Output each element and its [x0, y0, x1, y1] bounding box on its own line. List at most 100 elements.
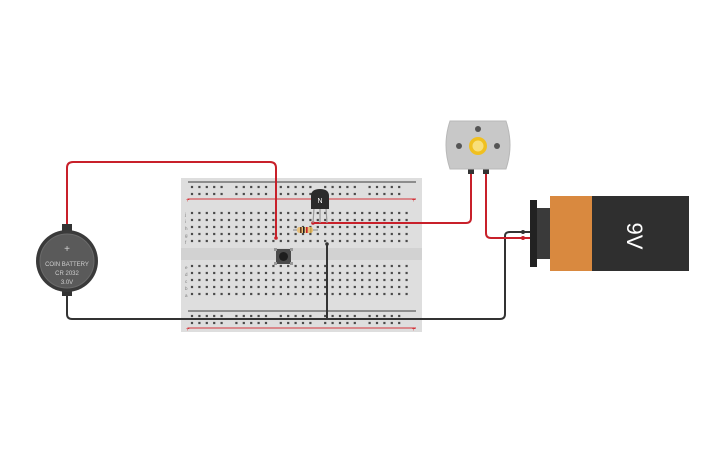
breadboard-hole[interactable] [235, 192, 238, 196]
breadboard-hole[interactable] [398, 292, 401, 296]
breadboard-hole[interactable] [324, 185, 327, 189]
breadboard-hole[interactable] [346, 321, 349, 325]
breadboard-hole[interactable] [213, 232, 216, 236]
breadboard-hole[interactable] [250, 278, 253, 282]
dc-motor[interactable] [445, 120, 511, 174]
breadboard-hole[interactable] [257, 218, 260, 222]
breadboard-hole[interactable] [257, 211, 260, 215]
breadboard-hole[interactable] [264, 218, 268, 222]
breadboard-hole[interactable] [287, 239, 290, 243]
breadboard-hole[interactable] [235, 218, 238, 222]
breadboard-hole[interactable] [190, 292, 194, 296]
breadboard-hole[interactable] [338, 278, 342, 282]
breadboard-hole[interactable] [331, 271, 334, 275]
breadboard-hole[interactable] [220, 321, 223, 325]
breadboard-hole[interactable] [294, 232, 297, 236]
breadboard-hole[interactable] [198, 239, 201, 243]
breadboard-hole[interactable] [242, 292, 245, 296]
breadboard-hole[interactable] [346, 218, 349, 222]
breadboard-hole[interactable] [294, 321, 297, 325]
breadboard-hole[interactable] [361, 211, 364, 215]
breadboard-hole[interactable] [205, 264, 208, 268]
breadboard-hole[interactable] [398, 192, 401, 196]
breadboard-hole[interactable] [324, 278, 327, 282]
breadboard-hole[interactable] [398, 239, 401, 243]
breadboard-hole[interactable] [235, 185, 238, 189]
breadboard-hole[interactable] [220, 278, 223, 282]
battery-9v[interactable]: 9V [530, 196, 689, 271]
breadboard-hole[interactable] [346, 264, 349, 268]
breadboard-hole[interactable] [390, 218, 393, 222]
breadboard-hole[interactable] [250, 211, 253, 215]
breadboard-hole[interactable] [331, 232, 334, 236]
breadboard-hole[interactable] [331, 185, 334, 189]
breadboard-hole[interactable] [264, 285, 268, 289]
breadboard-hole[interactable] [279, 285, 282, 289]
breadboard-hole[interactable] [190, 225, 194, 229]
breadboard-hole[interactable] [294, 192, 297, 196]
breadboard-hole[interactable] [242, 271, 245, 275]
breadboard-hole[interactable] [309, 278, 312, 282]
breadboard-hole[interactable] [301, 292, 305, 296]
breadboard-hole[interactable] [316, 278, 319, 282]
breadboard-hole[interactable] [331, 264, 334, 268]
breadboard-hole[interactable] [301, 314, 305, 318]
breadboard-hole[interactable] [368, 314, 371, 318]
breadboard-hole[interactable] [309, 239, 312, 243]
breadboard-hole[interactable] [279, 211, 282, 215]
breadboard-hole[interactable] [220, 185, 223, 189]
breadboard-hole[interactable] [227, 239, 231, 243]
breadboard-hole[interactable] [331, 192, 334, 196]
breadboard-hole[interactable] [242, 211, 245, 215]
breadboard-hole[interactable] [242, 314, 245, 318]
breadboard-hole[interactable] [205, 292, 208, 296]
breadboard-hole[interactable] [338, 271, 342, 275]
breadboard-hole[interactable] [338, 225, 342, 229]
breadboard-hole[interactable] [242, 192, 245, 196]
breadboard-hole[interactable] [235, 225, 238, 229]
breadboard-hole[interactable] [390, 225, 393, 229]
breadboard-hole[interactable] [309, 321, 312, 325]
breadboard-hole[interactable] [272, 225, 275, 229]
breadboard-hole[interactable] [213, 218, 216, 222]
breadboard-hole[interactable] [353, 185, 356, 189]
breadboard-hole[interactable] [338, 285, 342, 289]
breadboard-hole[interactable] [324, 239, 327, 243]
breadboard-hole[interactable] [190, 211, 194, 215]
breadboard-hole[interactable] [353, 218, 356, 222]
breadboard-hole[interactable] [198, 292, 201, 296]
breadboard-hole[interactable] [361, 285, 364, 289]
breadboard-hole[interactable] [190, 264, 194, 268]
breadboard-hole[interactable] [390, 264, 393, 268]
breadboard-hole[interactable] [331, 218, 334, 222]
breadboard-hole[interactable] [294, 225, 297, 229]
breadboard-hole[interactable] [294, 314, 297, 318]
breadboard-hole[interactable] [331, 285, 334, 289]
breadboard-hole[interactable] [390, 285, 393, 289]
breadboard-hole[interactable] [198, 271, 201, 275]
breadboard-hole[interactable] [353, 225, 356, 229]
breadboard-hole[interactable] [190, 314, 194, 318]
breadboard-hole[interactable] [375, 278, 379, 282]
breadboard-hole[interactable] [346, 211, 349, 215]
breadboard-hole[interactable] [198, 321, 201, 325]
breadboard-hole[interactable] [235, 232, 238, 236]
breadboard-hole[interactable] [264, 278, 268, 282]
breadboard-hole[interactable] [361, 264, 364, 268]
breadboard-hole[interactable] [205, 232, 208, 236]
breadboard-hole[interactable] [250, 192, 253, 196]
breadboard-hole[interactable] [272, 278, 275, 282]
breadboard-hole[interactable] [272, 232, 275, 236]
breadboard-hole[interactable] [257, 321, 260, 325]
breadboard-hole[interactable] [287, 314, 290, 318]
breadboard-hole[interactable] [398, 211, 401, 215]
breadboard-hole[interactable] [213, 278, 216, 282]
breadboard-hole[interactable] [331, 278, 334, 282]
breadboard-hole[interactable] [257, 285, 260, 289]
breadboard-hole[interactable] [294, 292, 297, 296]
breadboard-hole[interactable] [316, 285, 319, 289]
breadboard-hole[interactable] [257, 239, 260, 243]
breadboard-hole[interactable] [368, 321, 371, 325]
breadboard-hole[interactable] [257, 192, 260, 196]
breadboard-hole[interactable] [324, 264, 327, 268]
